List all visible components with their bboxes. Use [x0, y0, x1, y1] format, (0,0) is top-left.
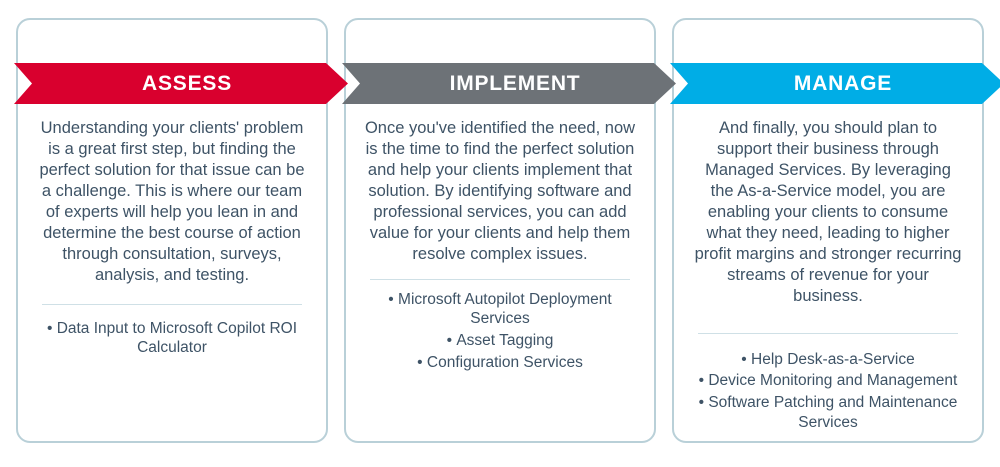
list-item: Device Monitoring and Management [688, 371, 968, 391]
step-banner-label-assess: ASSESS [142, 72, 232, 95]
step-description-manage: And finally, you should plan to support … [694, 119, 962, 305]
list-item: Software Patching and Maintenance Servic… [688, 393, 968, 432]
step-body-manage: And finally, you should plan to support … [672, 104, 984, 434]
step-banner-manage: MANAGE [670, 63, 1000, 104]
step-description-assess: Understanding your clients' problem is a… [39, 119, 305, 284]
step-bullet-list-assess: Data Input to Microsoft Copilot ROI Calc… [30, 305, 314, 358]
step-bullet-list-implement: Microsoft Autopilot Deployment Services … [358, 280, 642, 373]
step-banner-label-implement: IMPLEMENT [449, 72, 581, 95]
step-body-assess: Understanding your clients' problem is a… [16, 104, 328, 360]
list-item: Data Input to Microsoft Copilot ROI Calc… [32, 319, 312, 358]
step-description-implement: Once you've identified the need, now is … [364, 119, 636, 263]
step-banner-implement: IMPLEMENT [342, 63, 676, 104]
section-divider [370, 278, 630, 280]
list-item: Microsoft Autopilot Deployment Services [360, 290, 640, 329]
section-divider [42, 303, 302, 305]
list-item: Help Desk-as-a-Service [688, 350, 968, 370]
list-item: Configuration Services [360, 353, 640, 373]
step-bullet-list-manage: Help Desk-as-a-Service Device Monitoring… [686, 334, 970, 433]
section-divider [698, 332, 958, 334]
step-banner-assess: ASSESS [14, 63, 348, 104]
list-item: Asset Tagging [360, 331, 640, 351]
step-body-implement: Once you've identified the need, now is … [344, 104, 656, 374]
step-banner-label-manage: MANAGE [793, 72, 893, 95]
